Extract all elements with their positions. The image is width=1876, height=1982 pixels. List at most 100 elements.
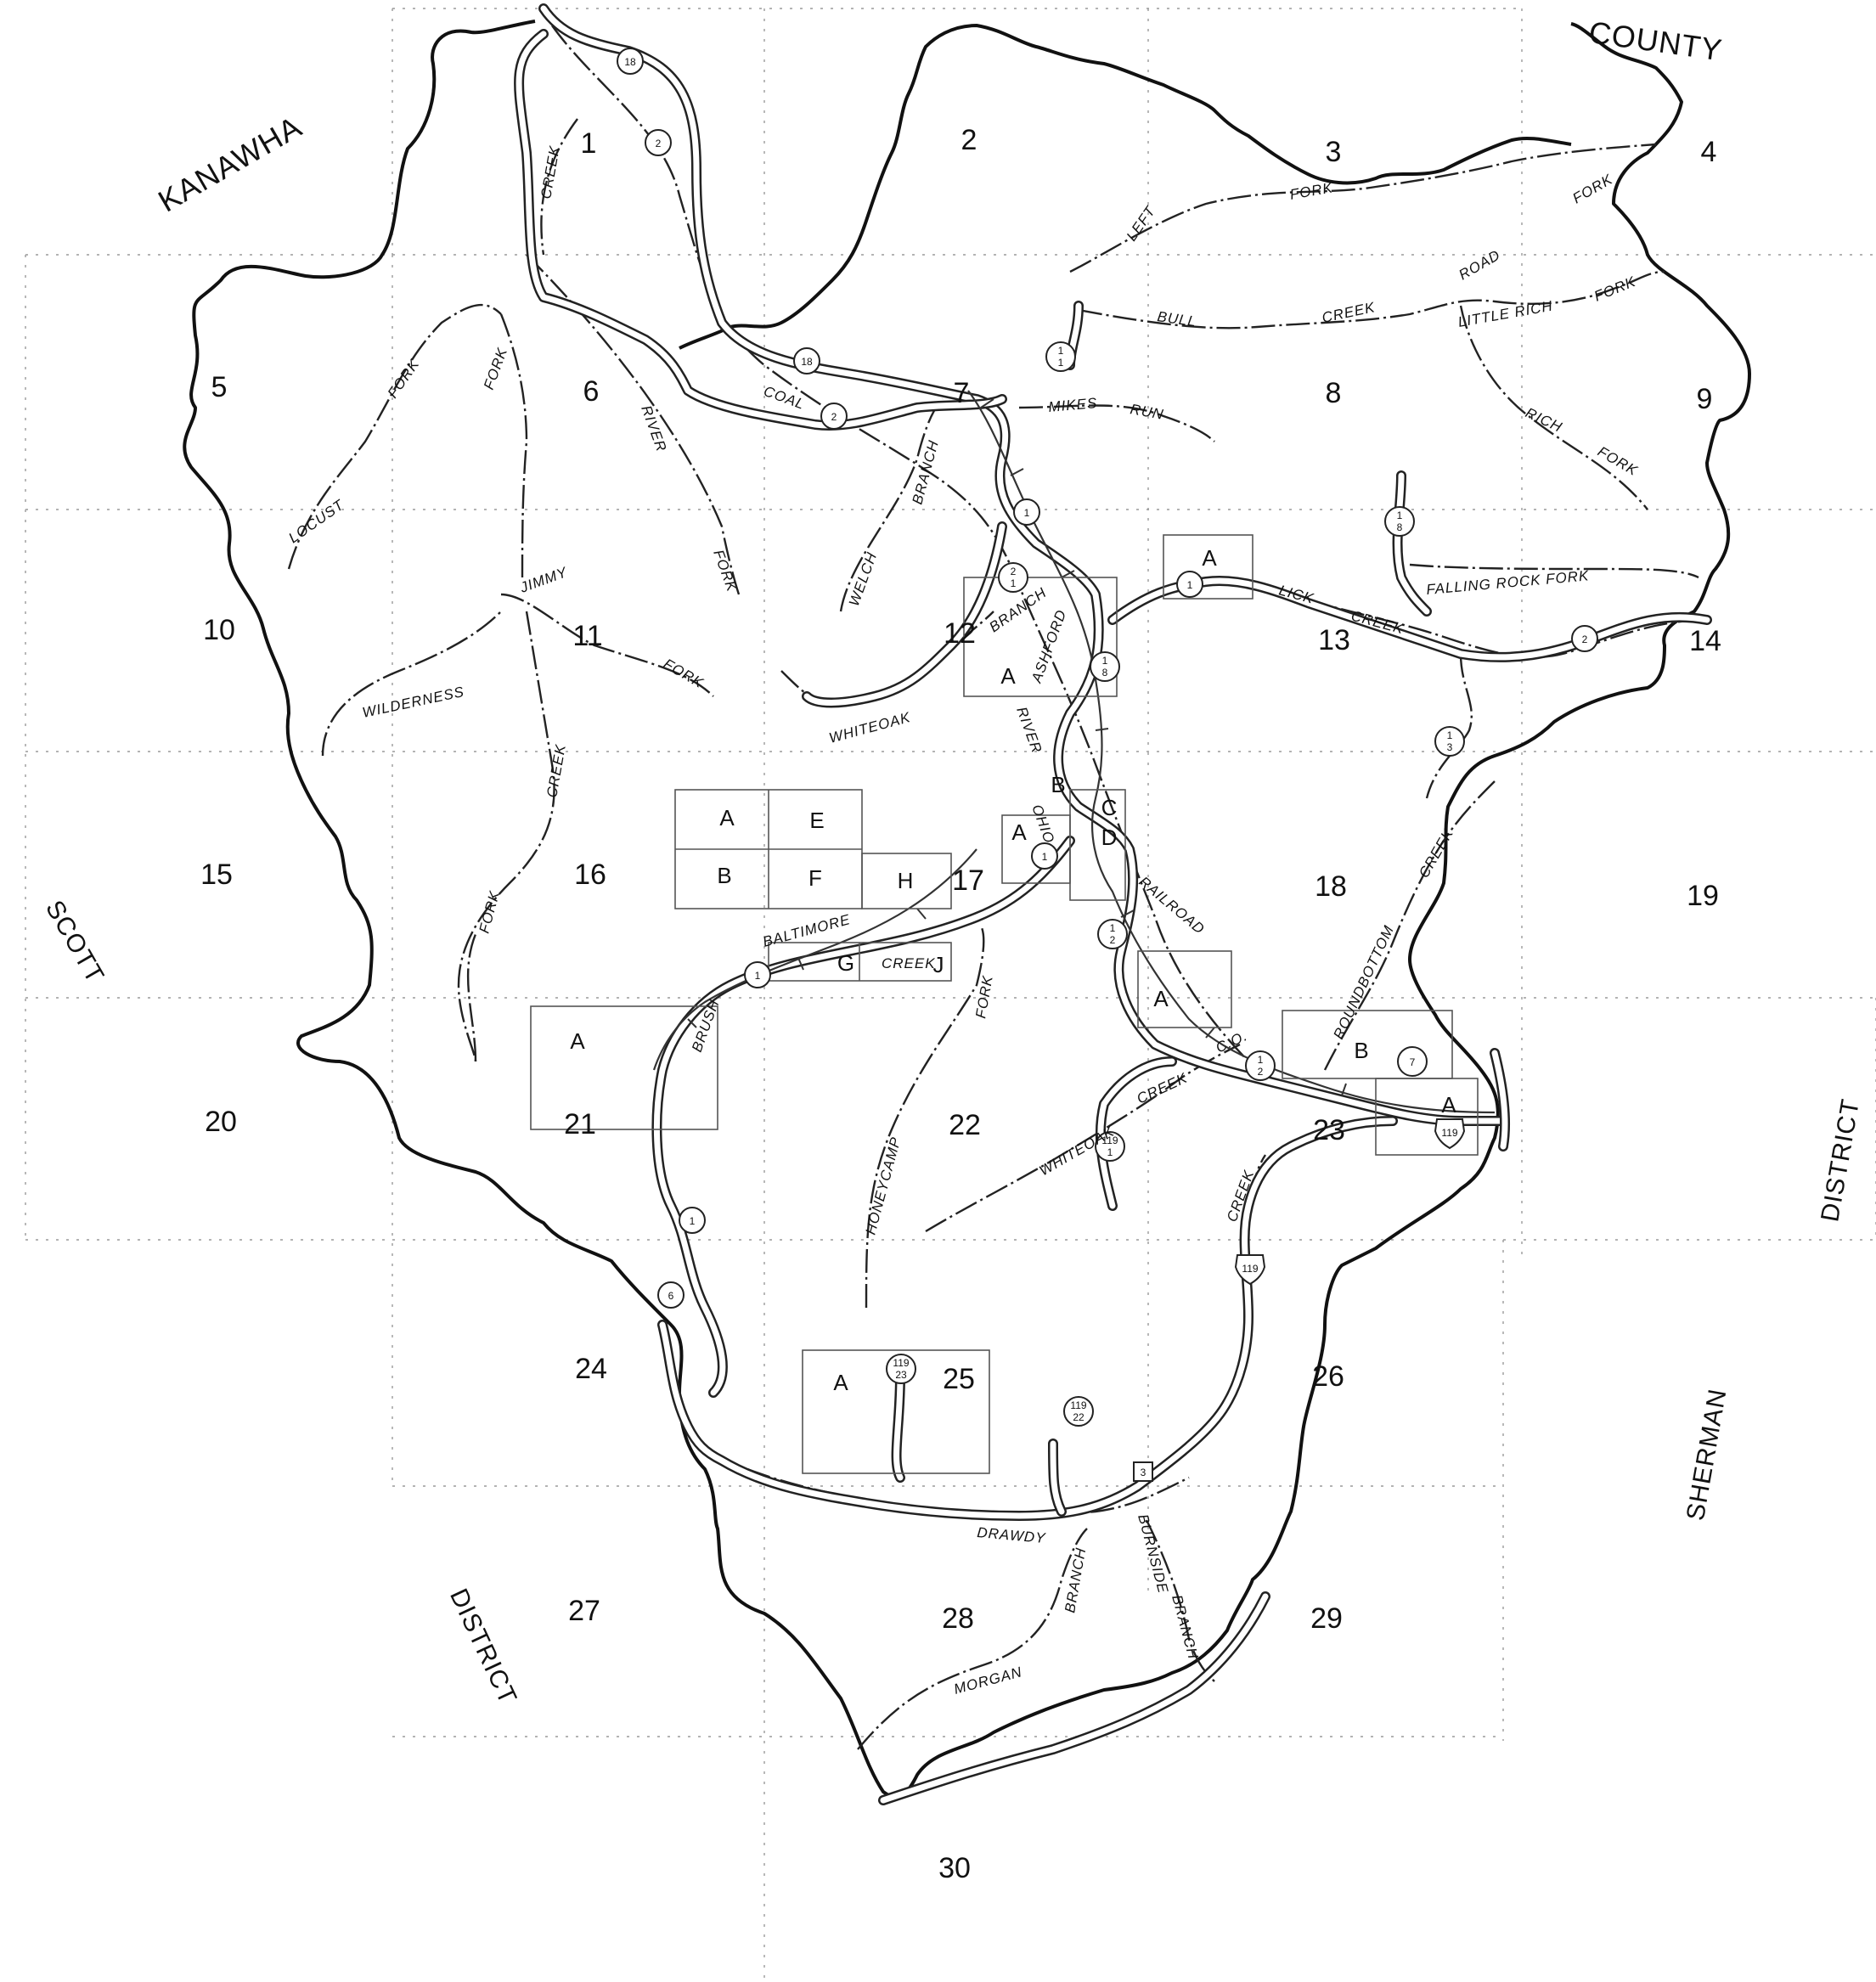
stream-label: ROUNDBOTTOM [1330,923,1397,1042]
route-shield-1: 1 [679,1207,706,1234]
route-fraction-top: 119 [1070,1399,1086,1411]
stream-label: WELCH [846,549,881,608]
stream-label: WHITEOAK [827,709,912,746]
neighbor-labels: COUNTY KANAWHA SCOTT DISTRICT SHERMAN DI… [40,14,1865,1709]
route-shield-7: 7 [1397,1046,1428,1077]
sub-block-letter: E [809,808,824,833]
route-shield-fraction: 18 [1090,651,1120,682]
mikes-run [1018,404,1215,442]
stream-label: BURNSIDE [1135,1512,1171,1596]
route-shield-18: 18 [617,48,644,75]
welch-branch [839,398,944,612]
sub-block-letter: F [808,865,822,891]
route-shield-fraction: 13 [1434,726,1465,757]
county-label: KANAWHA [152,109,307,218]
route-shield-1: 1 [1176,571,1203,598]
sub-block-letters: A A A E B F H G J A B C D A A A B A [570,545,1456,1395]
fork-6 [499,313,528,578]
stream-network [287,25,1708,1750]
route-fraction-top: 1 [1397,510,1403,521]
block-number: 22 [949,1109,981,1141]
us-route-shield-119: 119 [1434,1118,1466,1150]
route-shield-1: 1 [1013,498,1040,526]
stream-label: RIVER [1013,705,1045,756]
route-fraction-bottom: 23 [895,1369,907,1381]
block-number: 18 [1315,870,1347,903]
route-fraction-bottom: 3 [1447,741,1453,753]
route-shield-2: 2 [820,403,848,430]
stream-label: DRAWDY [977,1524,1047,1546]
us-route-shield-119: 119 [1234,1254,1266,1286]
stream-label: OHIO [1028,802,1057,846]
sub-block-letter: A [1153,986,1169,1011]
block-number: 2 [961,124,977,156]
burnside-branch [1145,1519,1215,1682]
district-label: SHERMAN [1682,1387,1732,1523]
sub-block-letter: A [1441,1092,1456,1118]
district-boundary [183,20,1751,1799]
stream-label: ROAD [1456,246,1504,283]
district-label: SCOTT [40,896,110,988]
road-network [514,3,1712,1805]
route-number: 18 [801,356,813,368]
route-shield-fraction: 12 [1097,919,1128,949]
stream-label: BRANCH [910,438,942,506]
route-fraction-bottom: 1 [1107,1146,1113,1158]
sub-block-letter: B [717,863,731,888]
route-number: 1 [1187,579,1193,591]
stream-label: JIMMY [517,564,570,596]
stream-label: FORK [1570,171,1616,206]
block-number: 29 [1310,1602,1343,1635]
stream-label: CREEK [882,955,936,971]
sub-block-letter: J [933,952,944,977]
jimmy-fork [500,593,714,697]
route-fraction-top: 2 [1011,566,1017,577]
district-label: DISTRICT [444,1585,522,1709]
creek-1 [540,118,578,256]
route-fraction-bottom: 8 [1102,667,1108,678]
stream-label: FORK [385,356,423,401]
rich-fork [1459,305,1648,510]
block-numbers: 1 2 3 4 5 6 7 8 9 10 11 12 13 14 15 16 1… [200,124,1721,1884]
route-shield-fraction: 11 [1045,341,1076,372]
block-number: 28 [942,1602,974,1635]
county-label: COUNTY [1587,14,1725,68]
stream-label: FORK [972,974,996,1020]
section-grid [25,8,1876,1982]
route-number: 1 [1042,851,1048,863]
route-number: 3 [1141,1467,1146,1478]
sub-block-letter: A [570,1028,585,1054]
stream-label: FORK [481,346,510,392]
stream-label: RAILROAD [1135,874,1208,938]
stream-label: CREEK [1321,299,1377,326]
route-fraction-bottom: 22 [1073,1411,1084,1423]
sub-block-letter: A [833,1370,848,1395]
stream-label: BRANCH [1169,1593,1201,1661]
block-number: 21 [564,1108,596,1140]
inset-boxes [530,534,1479,1474]
block-number: 19 [1687,880,1719,912]
block-number: 25 [943,1363,975,1395]
sub-block-letter: A [1000,663,1016,689]
stream-label: CREEK [1349,608,1406,638]
route-fraction-bottom: 1 [1058,357,1064,369]
honeycamp-fork [865,925,985,1309]
creek-16 [457,611,555,1062]
route-fraction-top: 119 [1101,1135,1118,1146]
block-number: 23 [1313,1114,1345,1146]
morgan-branch [857,1528,1088,1750]
stream-label: FORK [476,889,504,935]
route-number: 7 [1410,1056,1416,1068]
stream-label: MIKES [1048,395,1098,415]
route-number: 1 [755,970,761,982]
block-number: 30 [938,1852,971,1884]
stream-label: C.O. [1214,1028,1250,1056]
block-number: 8 [1326,377,1342,409]
block-number: 16 [574,859,606,891]
block-number: 6 [583,375,600,408]
sub-block-letter: A [1011,819,1027,845]
route-shield-1: 2 [1571,625,1598,652]
